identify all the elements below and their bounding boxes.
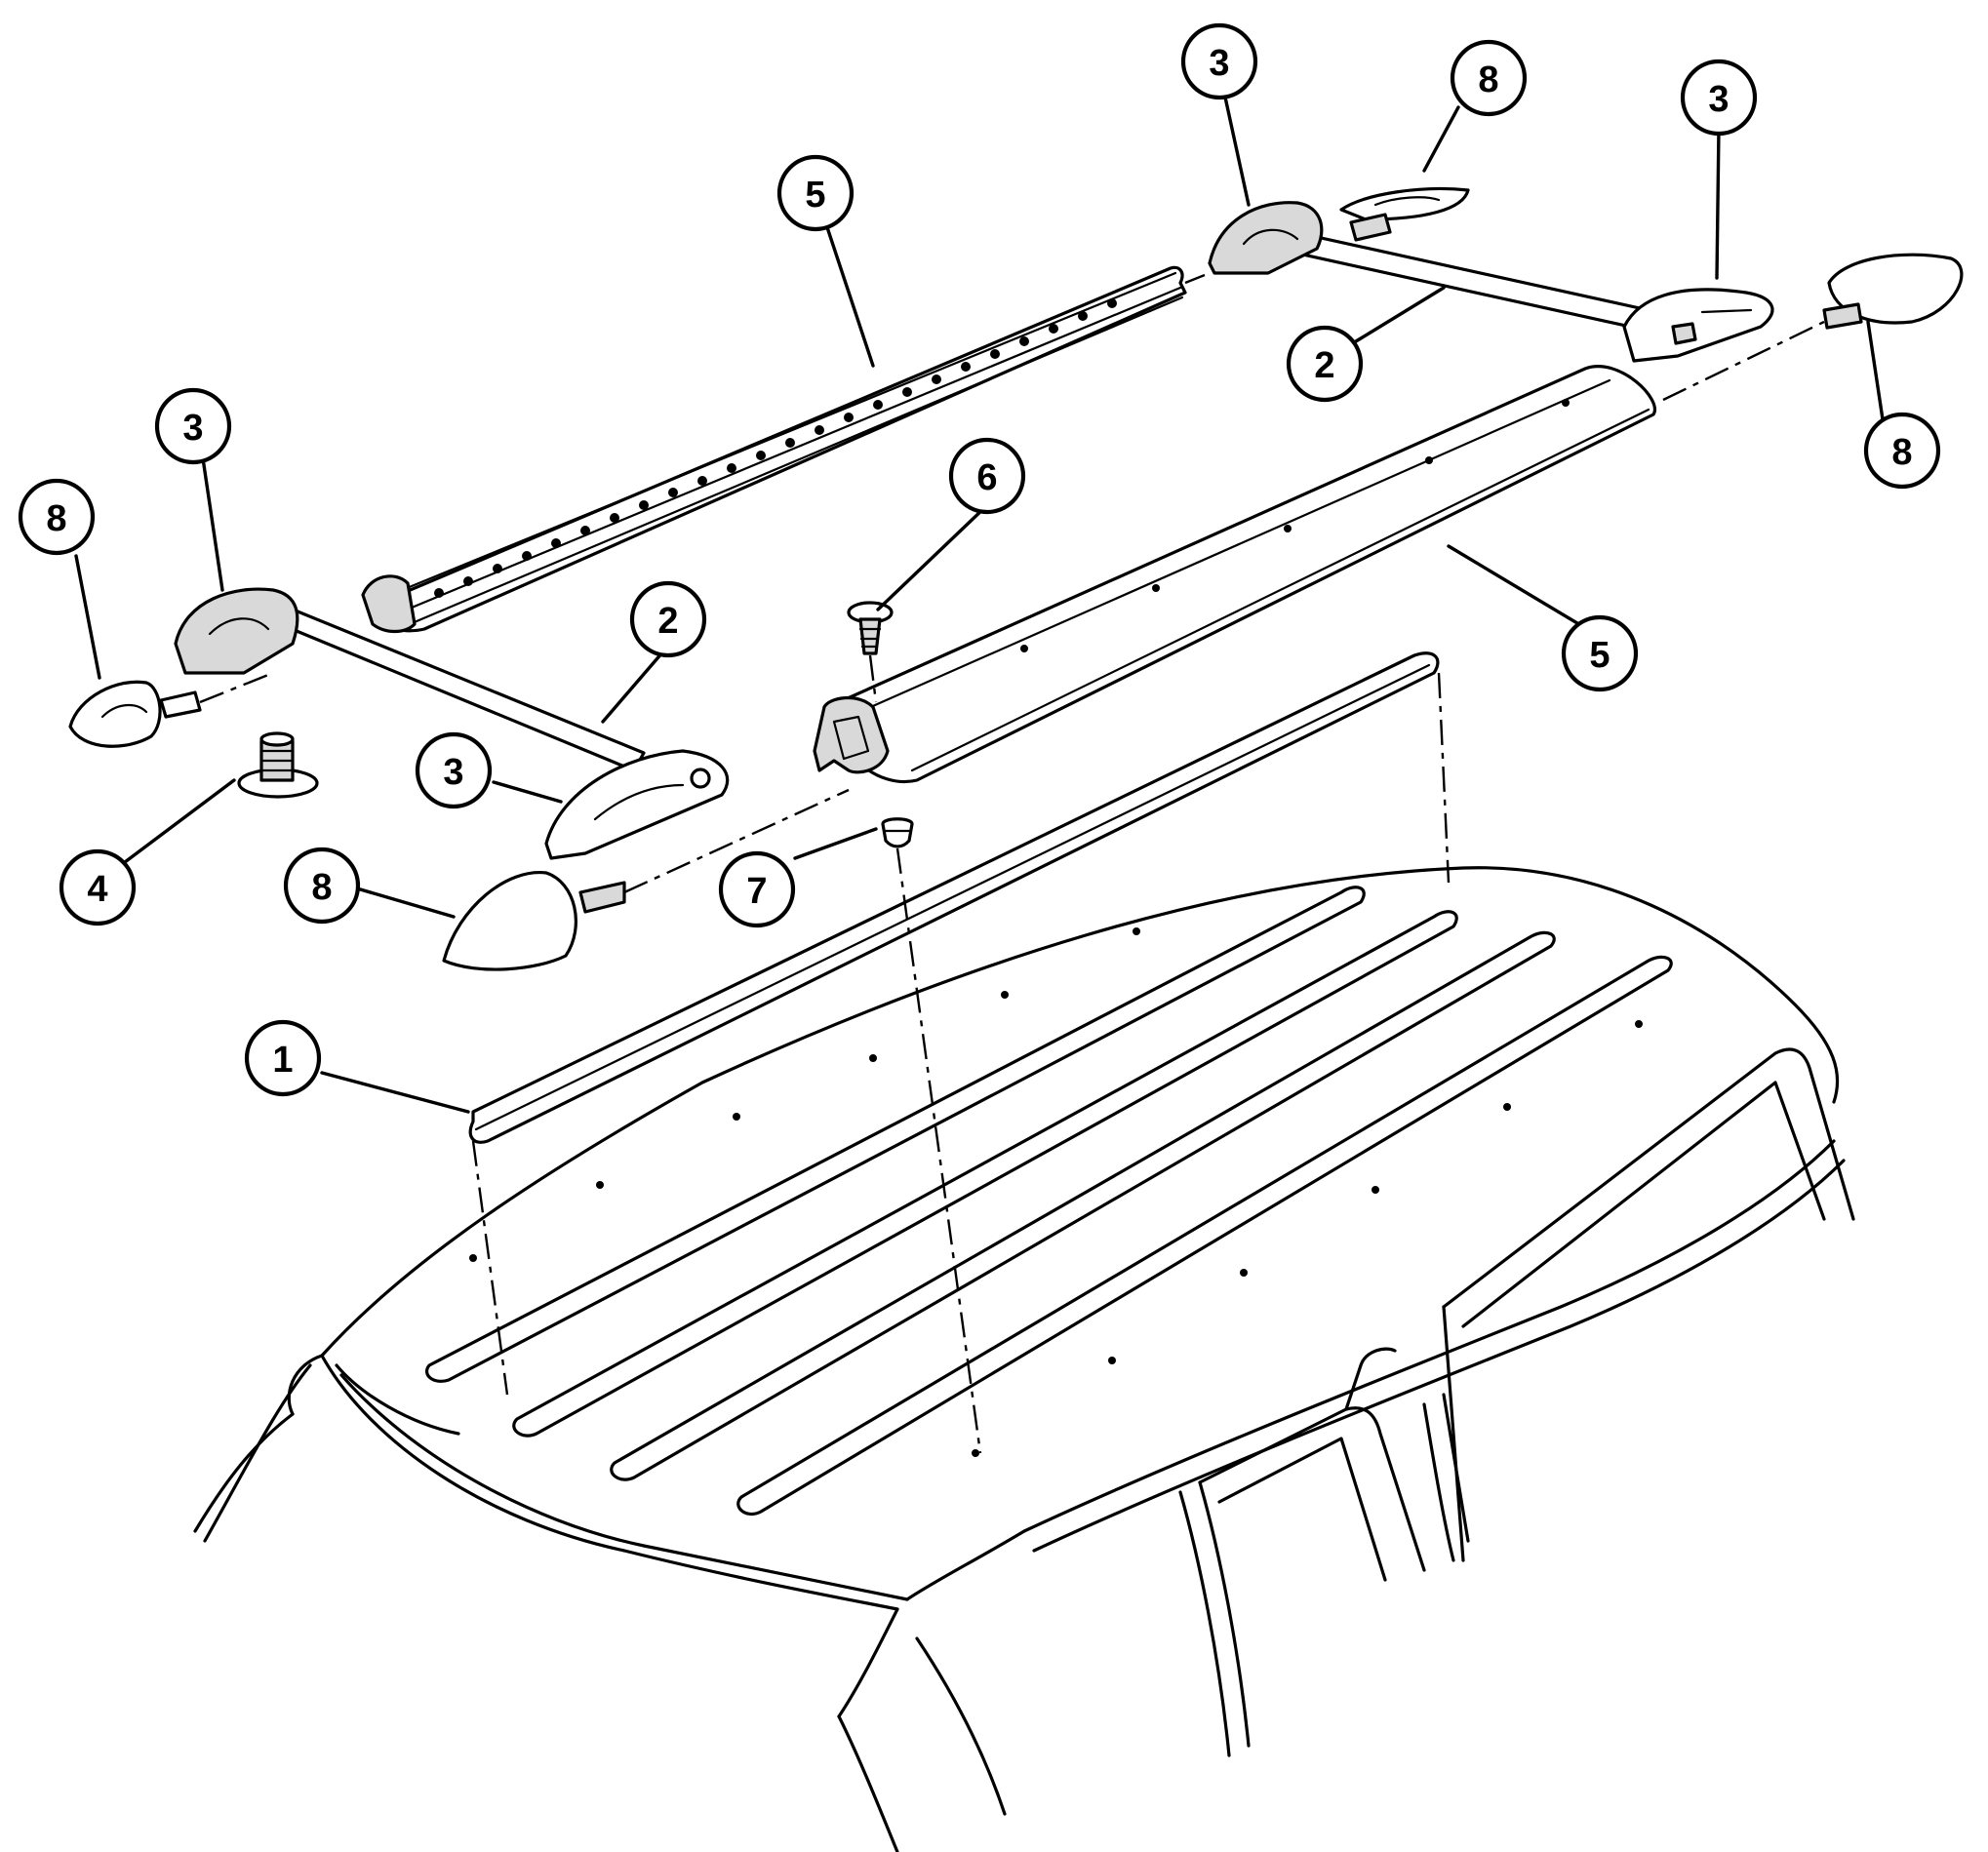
- callout-5-upper: 5: [776, 154, 855, 232]
- vehicle-roof-body: [193, 866, 1855, 1852]
- callout-8-left: 8: [18, 478, 96, 556]
- callout-4: 4: [59, 848, 137, 926]
- callout-8-top: 8: [1450, 39, 1528, 117]
- callout-7-label: 7: [746, 871, 767, 912]
- callout-2-left-label: 2: [657, 601, 678, 642]
- callout-5-lower-label: 5: [1589, 635, 1610, 676]
- callout-8-left-label: 8: [46, 498, 66, 539]
- callouts: 1 2 2 3 3 3 3 4: [18, 22, 1941, 1097]
- callout-1: 1: [244, 1019, 322, 1097]
- rail-slot-holes: [434, 298, 1117, 598]
- callout-8-right-label: 8: [1891, 432, 1912, 473]
- left-crossbar-assembly: [68, 587, 850, 971]
- roof-ribs: [425, 886, 1673, 1517]
- callout-3-lower-left-label: 3: [443, 752, 463, 793]
- callout-5-lower: 5: [1561, 614, 1639, 692]
- callout-3-top-right-label: 3: [1708, 79, 1729, 120]
- callout-3-upper-left: 3: [154, 387, 232, 465]
- part-7-grommet: [881, 817, 982, 1454]
- callout-6: 6: [948, 437, 1026, 515]
- part-5-lower-rail: [813, 365, 1656, 784]
- callout-3-top-center-label: 3: [1209, 43, 1229, 84]
- callout-7: 7: [718, 850, 796, 928]
- callout-8-lower-label: 8: [311, 867, 332, 908]
- callout-1-label: 1: [272, 1040, 293, 1081]
- callout-3-lower-left: 3: [415, 731, 493, 809]
- callout-3-top-center: 3: [1180, 22, 1258, 100]
- part-4-stud: [237, 731, 319, 799]
- callout-2-right-label: 2: [1314, 345, 1334, 386]
- callout-3-top-right: 3: [1680, 59, 1758, 137]
- callout-2-left: 2: [629, 580, 707, 658]
- callout-5-upper-label: 5: [805, 175, 825, 216]
- leader-lines: [74, 91, 1885, 1114]
- callout-6-label: 6: [976, 457, 997, 498]
- callout-8-top-label: 8: [1478, 59, 1498, 100]
- callout-3-upper-left-label: 3: [182, 408, 203, 449]
- callout-8-right: 8: [1863, 412, 1941, 490]
- right-crossbar-assembly: [1208, 186, 1964, 402]
- callout-8-lower: 8: [283, 847, 361, 925]
- part-1-side-rail: [468, 651, 1451, 1396]
- callout-4-label: 4: [87, 869, 107, 910]
- part-5-upper-slotted-rail: [361, 265, 1206, 634]
- callout-2-right: 2: [1286, 325, 1364, 403]
